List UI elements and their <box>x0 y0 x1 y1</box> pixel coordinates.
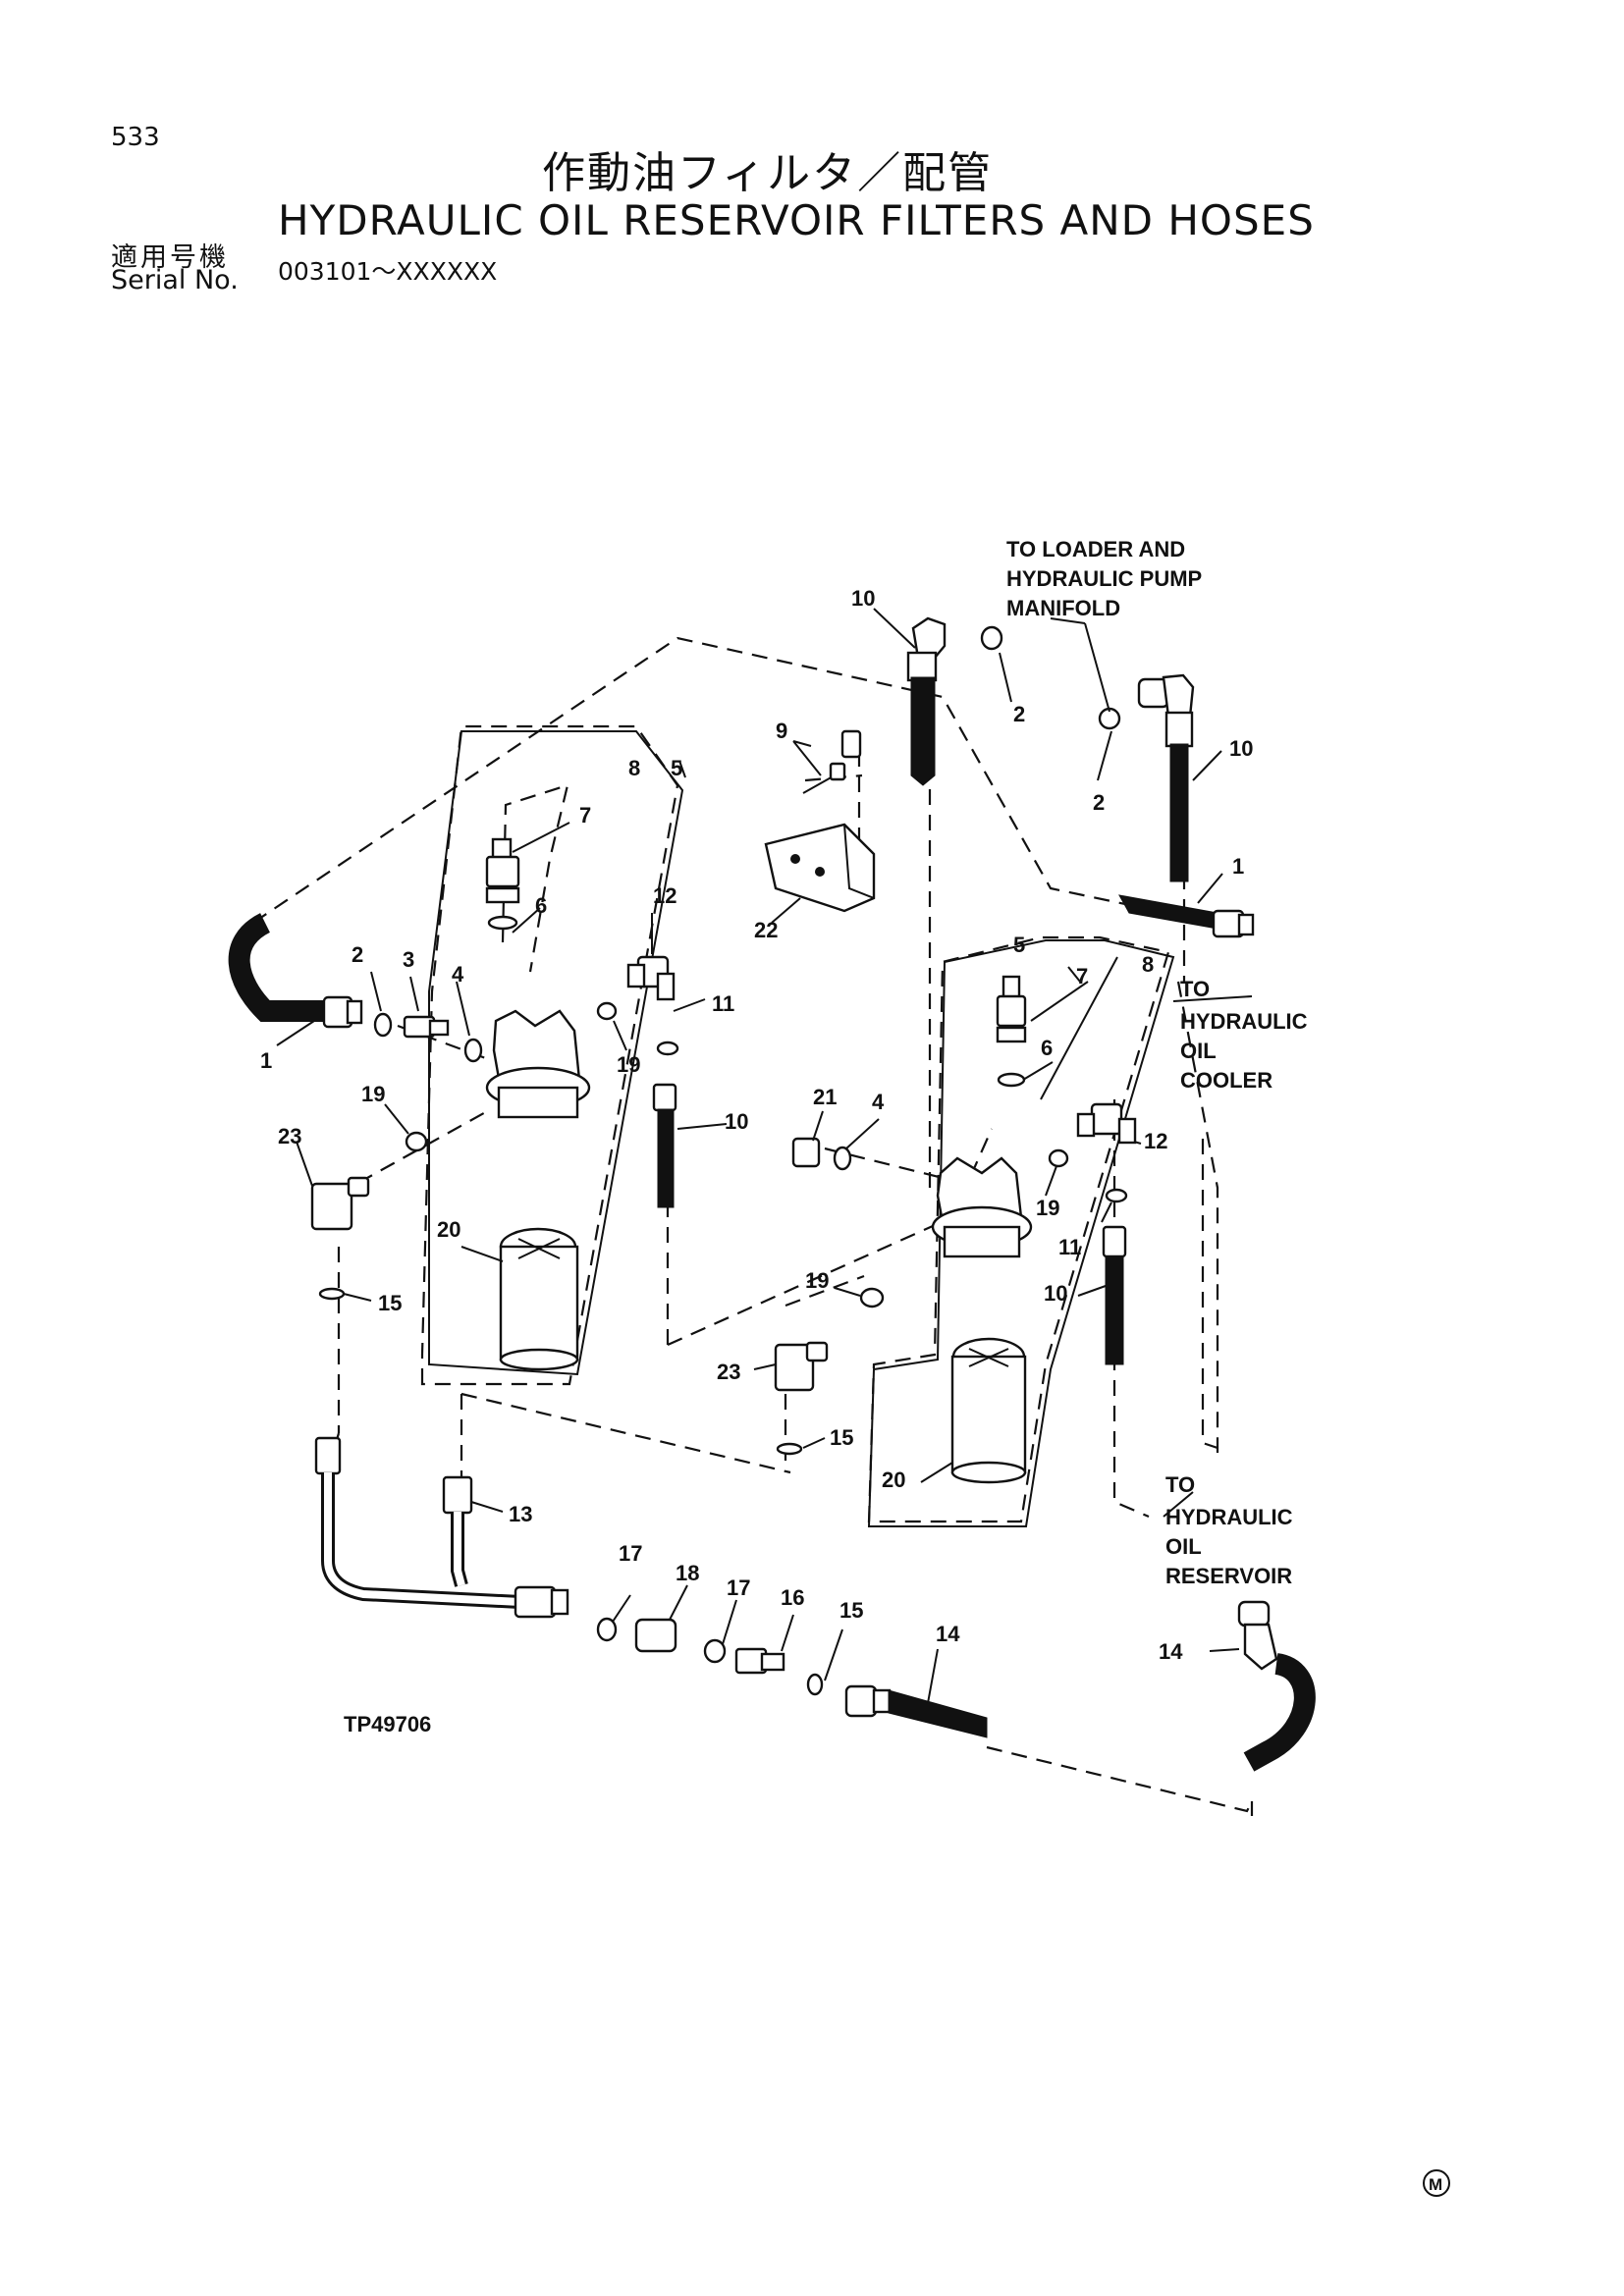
part-label-13: 13 <box>509 1502 532 1526</box>
part-label-10-top: 10 <box>851 586 875 611</box>
part-label-14-right: 14 <box>1159 1639 1183 1664</box>
part-label-7: 7 <box>579 803 591 828</box>
part-label-15-bottom: 15 <box>839 1598 863 1623</box>
part-label-10-right: 10 <box>1044 1281 1067 1306</box>
part-label-20-right: 20 <box>882 1468 905 1492</box>
part-label-6-right: 6 <box>1041 1036 1053 1060</box>
part-label-4-right: 4 <box>872 1090 885 1114</box>
assembly-dashed-lines <box>252 636 1254 1816</box>
callout-to-reservoir: TO HYDRAULIC OIL RESERVOIR <box>1165 1472 1293 1588</box>
hose-1-cooler <box>1118 894 1255 938</box>
hose-left-1 <box>228 913 363 1029</box>
page-number: 533 <box>111 123 160 152</box>
part-label-23: 23 <box>278 1124 301 1148</box>
part-label-14: 14 <box>936 1622 960 1646</box>
part-label-6: 6 <box>535 893 547 918</box>
part-label-1-cooler: 1 <box>1232 854 1244 879</box>
callout-to-loader-line-2: HYDRAULIC PUMP <box>1006 566 1202 591</box>
top-hose-10 <box>906 616 1121 786</box>
callout-to-cooler-line-3: OIL <box>1180 1039 1217 1063</box>
switch-23-right <box>774 1341 829 1456</box>
plug-21 <box>791 1137 852 1171</box>
part-number-labels: 1 1 2 2 2 3 4 4 5 5 6 6 7 7 8 8 9 10 10 … <box>260 586 1253 1664</box>
callout-to-cooler: TO HYDRAULIC OIL COOLER <box>1180 977 1308 1093</box>
part-label-19-b: 19 <box>617 1052 640 1077</box>
elbow-12-left <box>596 955 679 1056</box>
callout-to-reservoir-line-2: HYDRAULIC <box>1165 1505 1293 1529</box>
part-label-12-right: 12 <box>1144 1129 1167 1153</box>
part-label-10-top-right: 10 <box>1229 736 1253 761</box>
serial-range: 003101～XXXXXX <box>278 257 498 286</box>
part-label-22: 22 <box>754 918 778 942</box>
part-label-18: 18 <box>676 1561 699 1585</box>
part-label-2: 2 <box>352 942 363 967</box>
serial-label-japanese: 適用号機 <box>111 242 229 273</box>
part-label-17-b: 17 <box>727 1575 750 1600</box>
part-label-3: 3 <box>403 947 414 972</box>
part-label-21: 21 <box>813 1085 837 1109</box>
part-label-17: 17 <box>619 1541 642 1566</box>
switch-23-left <box>310 1176 370 1301</box>
ring-19-left <box>405 1131 428 1152</box>
part-label-8: 8 <box>628 756 640 780</box>
callout-to-reservoir-line-1: TO <box>1165 1472 1195 1497</box>
hose-10-left <box>652 1083 677 1208</box>
part-label-2-right: 2 <box>1093 790 1105 815</box>
left-fittings <box>373 1012 483 1063</box>
serial-label-english: Serial No. <box>111 265 239 295</box>
callout-to-cooler-line-4: COOLER <box>1180 1068 1272 1093</box>
part-label-5-right: 5 <box>1013 933 1025 957</box>
elbow-12-right <box>1048 1102 1137 1365</box>
footer-mark-letter: M <box>1429 2175 1442 2194</box>
part-label-23-right: 23 <box>717 1360 740 1384</box>
right-filter <box>931 975 1033 1484</box>
bracket-22 <box>764 729 876 913</box>
callout-to-cooler-line-1: TO <box>1180 977 1210 1001</box>
part-label-10-left: 10 <box>725 1109 748 1134</box>
bottom-fittings <box>596 1617 824 1696</box>
hose-14-bottom <box>844 1684 988 1738</box>
figure-id: TP49706 <box>344 1712 431 1736</box>
page-title-japanese: 作動油フィルタ／配管 <box>542 148 994 198</box>
hose-14-right <box>1237 1600 1316 1772</box>
callout-to-loader: TO LOADER AND HYDRAULIC PUMP MANIFOLD <box>1006 537 1202 620</box>
tube-13 <box>314 1436 569 1619</box>
callout-to-loader-line-1: TO LOADER AND <box>1006 537 1185 561</box>
group-outlines <box>428 730 1175 1527</box>
part-label-11: 11 <box>712 991 734 1016</box>
callout-to-reservoir-line-3: OIL <box>1165 1534 1202 1559</box>
ring-19-mid <box>859 1287 885 1308</box>
leader-lines <box>276 608 1253 1704</box>
page-title-english: HYDRAULIC OIL RESERVOIR FILTERS AND HOSE… <box>278 196 1315 244</box>
part-label-7-right: 7 <box>1076 964 1088 988</box>
part-label-19: 19 <box>361 1082 385 1106</box>
part-label-19-right: 19 <box>1036 1196 1059 1220</box>
part-label-16: 16 <box>781 1585 804 1610</box>
part-label-11-right: 11 <box>1058 1235 1081 1259</box>
callout-to-reservoir-line-4: RESERVOIR <box>1165 1564 1292 1588</box>
part-label-2-top: 2 <box>1013 702 1025 726</box>
part-label-15-mid: 15 <box>830 1425 853 1450</box>
left-filter <box>485 837 591 1371</box>
top-right-hose-10 <box>1137 673 1195 882</box>
part-label-12: 12 <box>653 883 677 908</box>
part-label-15: 15 <box>378 1291 402 1315</box>
part-label-20: 20 <box>437 1217 460 1242</box>
part-label-5: 5 <box>671 756 682 780</box>
callout-to-cooler-line-2: HYDRAULIC <box>1180 1009 1308 1034</box>
part-label-9: 9 <box>776 719 787 743</box>
part-label-19-mid: 19 <box>805 1268 829 1293</box>
footer-mark-circle <box>1423 2169 1450 2197</box>
part-label-4: 4 <box>452 962 464 987</box>
part-label-1: 1 <box>260 1048 272 1073</box>
callout-to-loader-line-3: MANIFOLD <box>1006 596 1120 620</box>
part-label-8-right: 8 <box>1142 952 1154 977</box>
